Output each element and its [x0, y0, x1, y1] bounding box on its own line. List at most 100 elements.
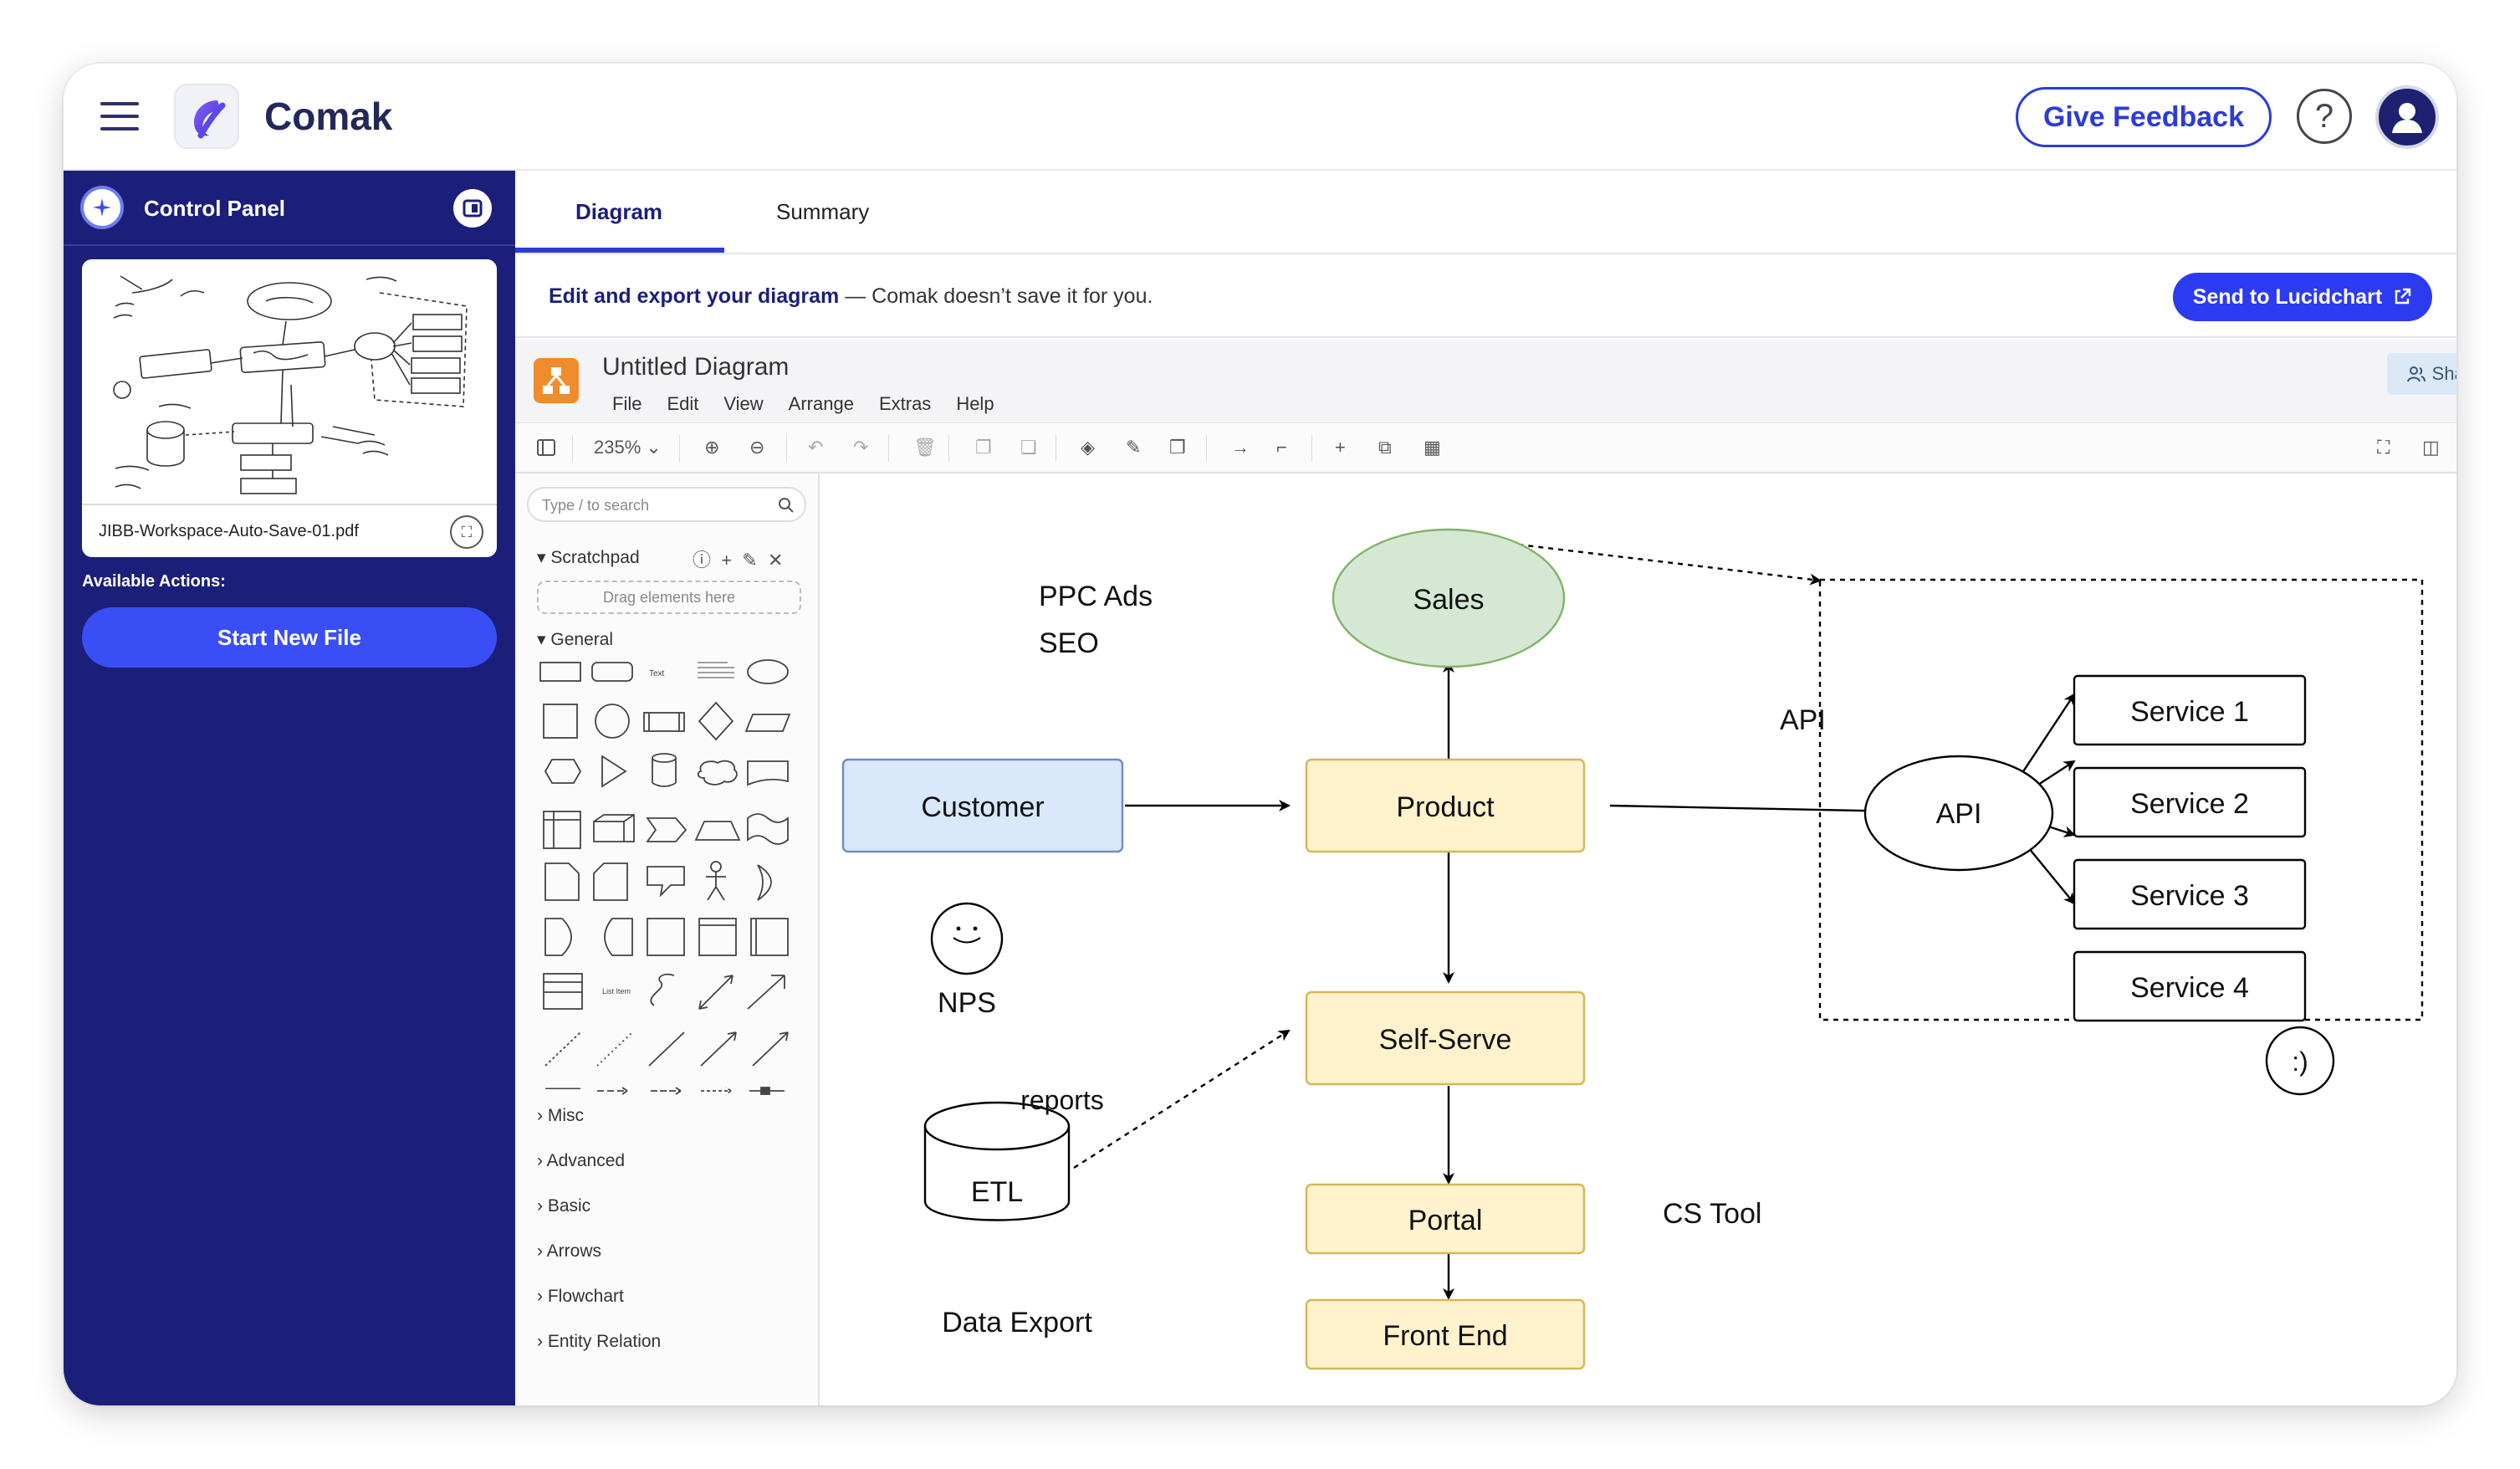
library-flowchart[interactable]: › Flowchart — [537, 1287, 624, 1306]
insert-icon[interactable]: + — [1335, 437, 1346, 458]
node-portal-label: Portal — [1408, 1205, 1483, 1236]
control-panel-sidebar: Control Panel — [64, 171, 515, 1405]
text-seo[interactable]: SEO — [1039, 627, 1099, 659]
collapse-panel-icon[interactable] — [453, 189, 492, 228]
node-api-label: API — [1936, 798, 1982, 830]
info-message-rest: — Comak doesn’t save it for you. — [839, 284, 1153, 308]
node-portal[interactable]: Portal — [1305, 1183, 1586, 1255]
library-entity-relation-label: Entity Relation — [547, 1332, 662, 1351]
node-api[interactable]: API — [1863, 755, 2054, 872]
node-customer[interactable]: Customer — [841, 758, 1124, 853]
node-sales[interactable]: Sales — [1332, 528, 1566, 668]
info-message-bold: Edit and export your diagram — [549, 284, 840, 308]
smiley-circle[interactable]: :) — [2265, 1026, 2335, 1096]
format-toggle-icon[interactable]: ◫ — [2422, 437, 2440, 458]
format-panel-icon[interactable] — [535, 437, 557, 458]
undo-icon[interactable]: ↶ — [808, 437, 824, 458]
share-button[interactable]: Share — [2387, 353, 2456, 395]
text-reports[interactable]: reports — [1020, 1085, 1104, 1115]
search-icon[interactable] — [778, 497, 795, 514]
toolbar-separator — [1311, 435, 1312, 462]
general-label: General — [550, 630, 614, 649]
to-back-icon[interactable]: ❏ — [1020, 437, 1037, 458]
node-service-1[interactable]: Service 1 — [2073, 674, 2307, 746]
file-card[interactable]: JIBB-Workspace-Auto-Save-01.pdf ⛶ — [82, 259, 497, 557]
node-product-label: Product — [1396, 791, 1495, 823]
line-color-icon[interactable]: ✎ — [1126, 437, 1142, 458]
send-to-lucidchart-button[interactable]: Send to Lucidchart — [2173, 273, 2432, 321]
zoom-value: 235% — [594, 437, 642, 458]
shadow-icon[interactable]: ❒ — [1169, 437, 1186, 458]
drawio-logo-icon — [534, 358, 579, 403]
redo-icon[interactable]: ↷ — [853, 437, 869, 458]
drawio-editor: Untitled Diagram File Edit View Arrange … — [515, 340, 2456, 1405]
smiley-label: :) — [2292, 1047, 2308, 1077]
fill-color-icon[interactable]: ◈ — [1081, 437, 1095, 458]
menu-edit[interactable]: Edit — [667, 393, 699, 414]
text-api-container-label[interactable]: API — [1780, 704, 1826, 736]
api-container[interactable] — [1818, 578, 2424, 1021]
general-shapes-grid[interactable]: Text — [534, 654, 801, 1104]
user-avatar[interactable] — [2375, 85, 2439, 149]
node-etl[interactable]: ETL — [923, 1101, 1071, 1221]
library-basic-label: Basic — [547, 1196, 591, 1216]
node-service-4[interactable]: Service 4 — [2073, 950, 2307, 1022]
document-title[interactable]: Untitled Diagram — [602, 353, 790, 381]
scratchpad-header[interactable]: ▾ Scratchpad — [537, 548, 640, 567]
table-icon[interactable]: ▦ — [1424, 437, 1441, 458]
toolbar-separator — [572, 435, 573, 462]
give-feedback-button[interactable]: Give Feedback — [2016, 87, 2272, 147]
info-message: Edit and export your diagram — Comak doe… — [549, 284, 1153, 309]
control-panel-title: Control Panel — [144, 196, 286, 221]
node-service-3[interactable]: Service 3 — [2073, 858, 2307, 930]
zoom-out-icon[interactable]: ⊖ — [749, 437, 765, 458]
node-front-end[interactable]: Front End — [1305, 1298, 1586, 1370]
expand-icon[interactable]: ⛶ — [450, 515, 483, 549]
scratchpad-tools[interactable]: ⓘ + ✎ ✕ — [693, 550, 784, 571]
scratchpad-dropzone[interactable]: Drag elements here — [537, 581, 801, 614]
library-flowchart-label: Flowchart — [547, 1287, 624, 1306]
library-arrows[interactable]: › Arrows — [537, 1241, 602, 1261]
menu-help[interactable]: Help — [956, 393, 994, 414]
zoom-in-icon[interactable]: ⊕ — [704, 437, 720, 458]
node-product[interactable]: Product — [1305, 758, 1586, 853]
shape-search-input[interactable]: Type / to search — [527, 487, 806, 522]
fullscreen-icon[interactable]: ⛶ — [2377, 437, 2390, 458]
drawio-toolbar: 235% ⌄ ⊕ ⊖ ↶ ↷ 🗑 ❐ ❏ ◈ ✎ ❒ → ⌐ + — [515, 423, 2456, 473]
start-new-file-button[interactable]: Start New File — [82, 607, 497, 668]
tab-summary[interactable]: Summary — [776, 199, 870, 224]
menu-arrange[interactable]: Arrange — [788, 393, 854, 414]
tab-diagram[interactable]: Diagram — [575, 199, 663, 224]
delete-icon[interactable]: 🗑 — [913, 437, 937, 458]
text-data-export[interactable]: Data Export — [942, 1307, 1092, 1338]
nps-smiley-icon[interactable] — [930, 902, 1004, 975]
menu-view[interactable]: View — [723, 393, 764, 414]
menu-extras[interactable]: Extras — [878, 393, 932, 414]
menu-file[interactable]: File — [612, 393, 642, 414]
toolbar-separator — [948, 435, 949, 462]
text-cs-tool[interactable]: CS Tool — [1663, 1198, 1761, 1230]
library-advanced[interactable]: › Advanced — [537, 1151, 626, 1170]
connection-icon[interactable]: → — [1231, 437, 1250, 458]
shapes-icon[interactable]: ⧉ — [1378, 437, 1392, 458]
text-nps[interactable]: NPS — [938, 987, 996, 1019]
general-header[interactable]: ▾ General — [537, 630, 614, 649]
to-front-icon[interactable]: ❐ — [975, 437, 992, 458]
zoom-select[interactable]: 235% ⌄ — [594, 437, 662, 458]
text-ppc-ads[interactable]: PPC Ads — [1039, 581, 1153, 612]
shapes-panel: Type / to search ▾ Scratchpad ⓘ + ✎ ✕ Dr… — [515, 473, 820, 1405]
help-icon[interactable]: ? — [2297, 89, 2352, 144]
library-misc[interactable]: › Misc — [537, 1106, 584, 1125]
share-icon — [2406, 366, 2425, 382]
node-service-4-label: Service 4 — [2130, 972, 2249, 1004]
waypoints-icon[interactable]: ⌐ — [1276, 437, 1287, 458]
library-entity-relation[interactable]: › Entity Relation — [537, 1332, 662, 1351]
active-tab-indicator — [515, 248, 724, 253]
node-service-2[interactable]: Service 2 — [2073, 766, 2307, 838]
node-self-serve[interactable]: Self-Serve — [1305, 990, 1586, 1086]
menu-icon[interactable] — [100, 102, 139, 131]
library-basic[interactable]: › Basic — [537, 1196, 591, 1216]
diagram-canvas[interactable]: Sales Customer Product — [820, 473, 2456, 1405]
send-to-lucidchart-label: Send to Lucidchart — [2192, 284, 2383, 309]
available-actions-label: Available Actions: — [82, 572, 226, 591]
